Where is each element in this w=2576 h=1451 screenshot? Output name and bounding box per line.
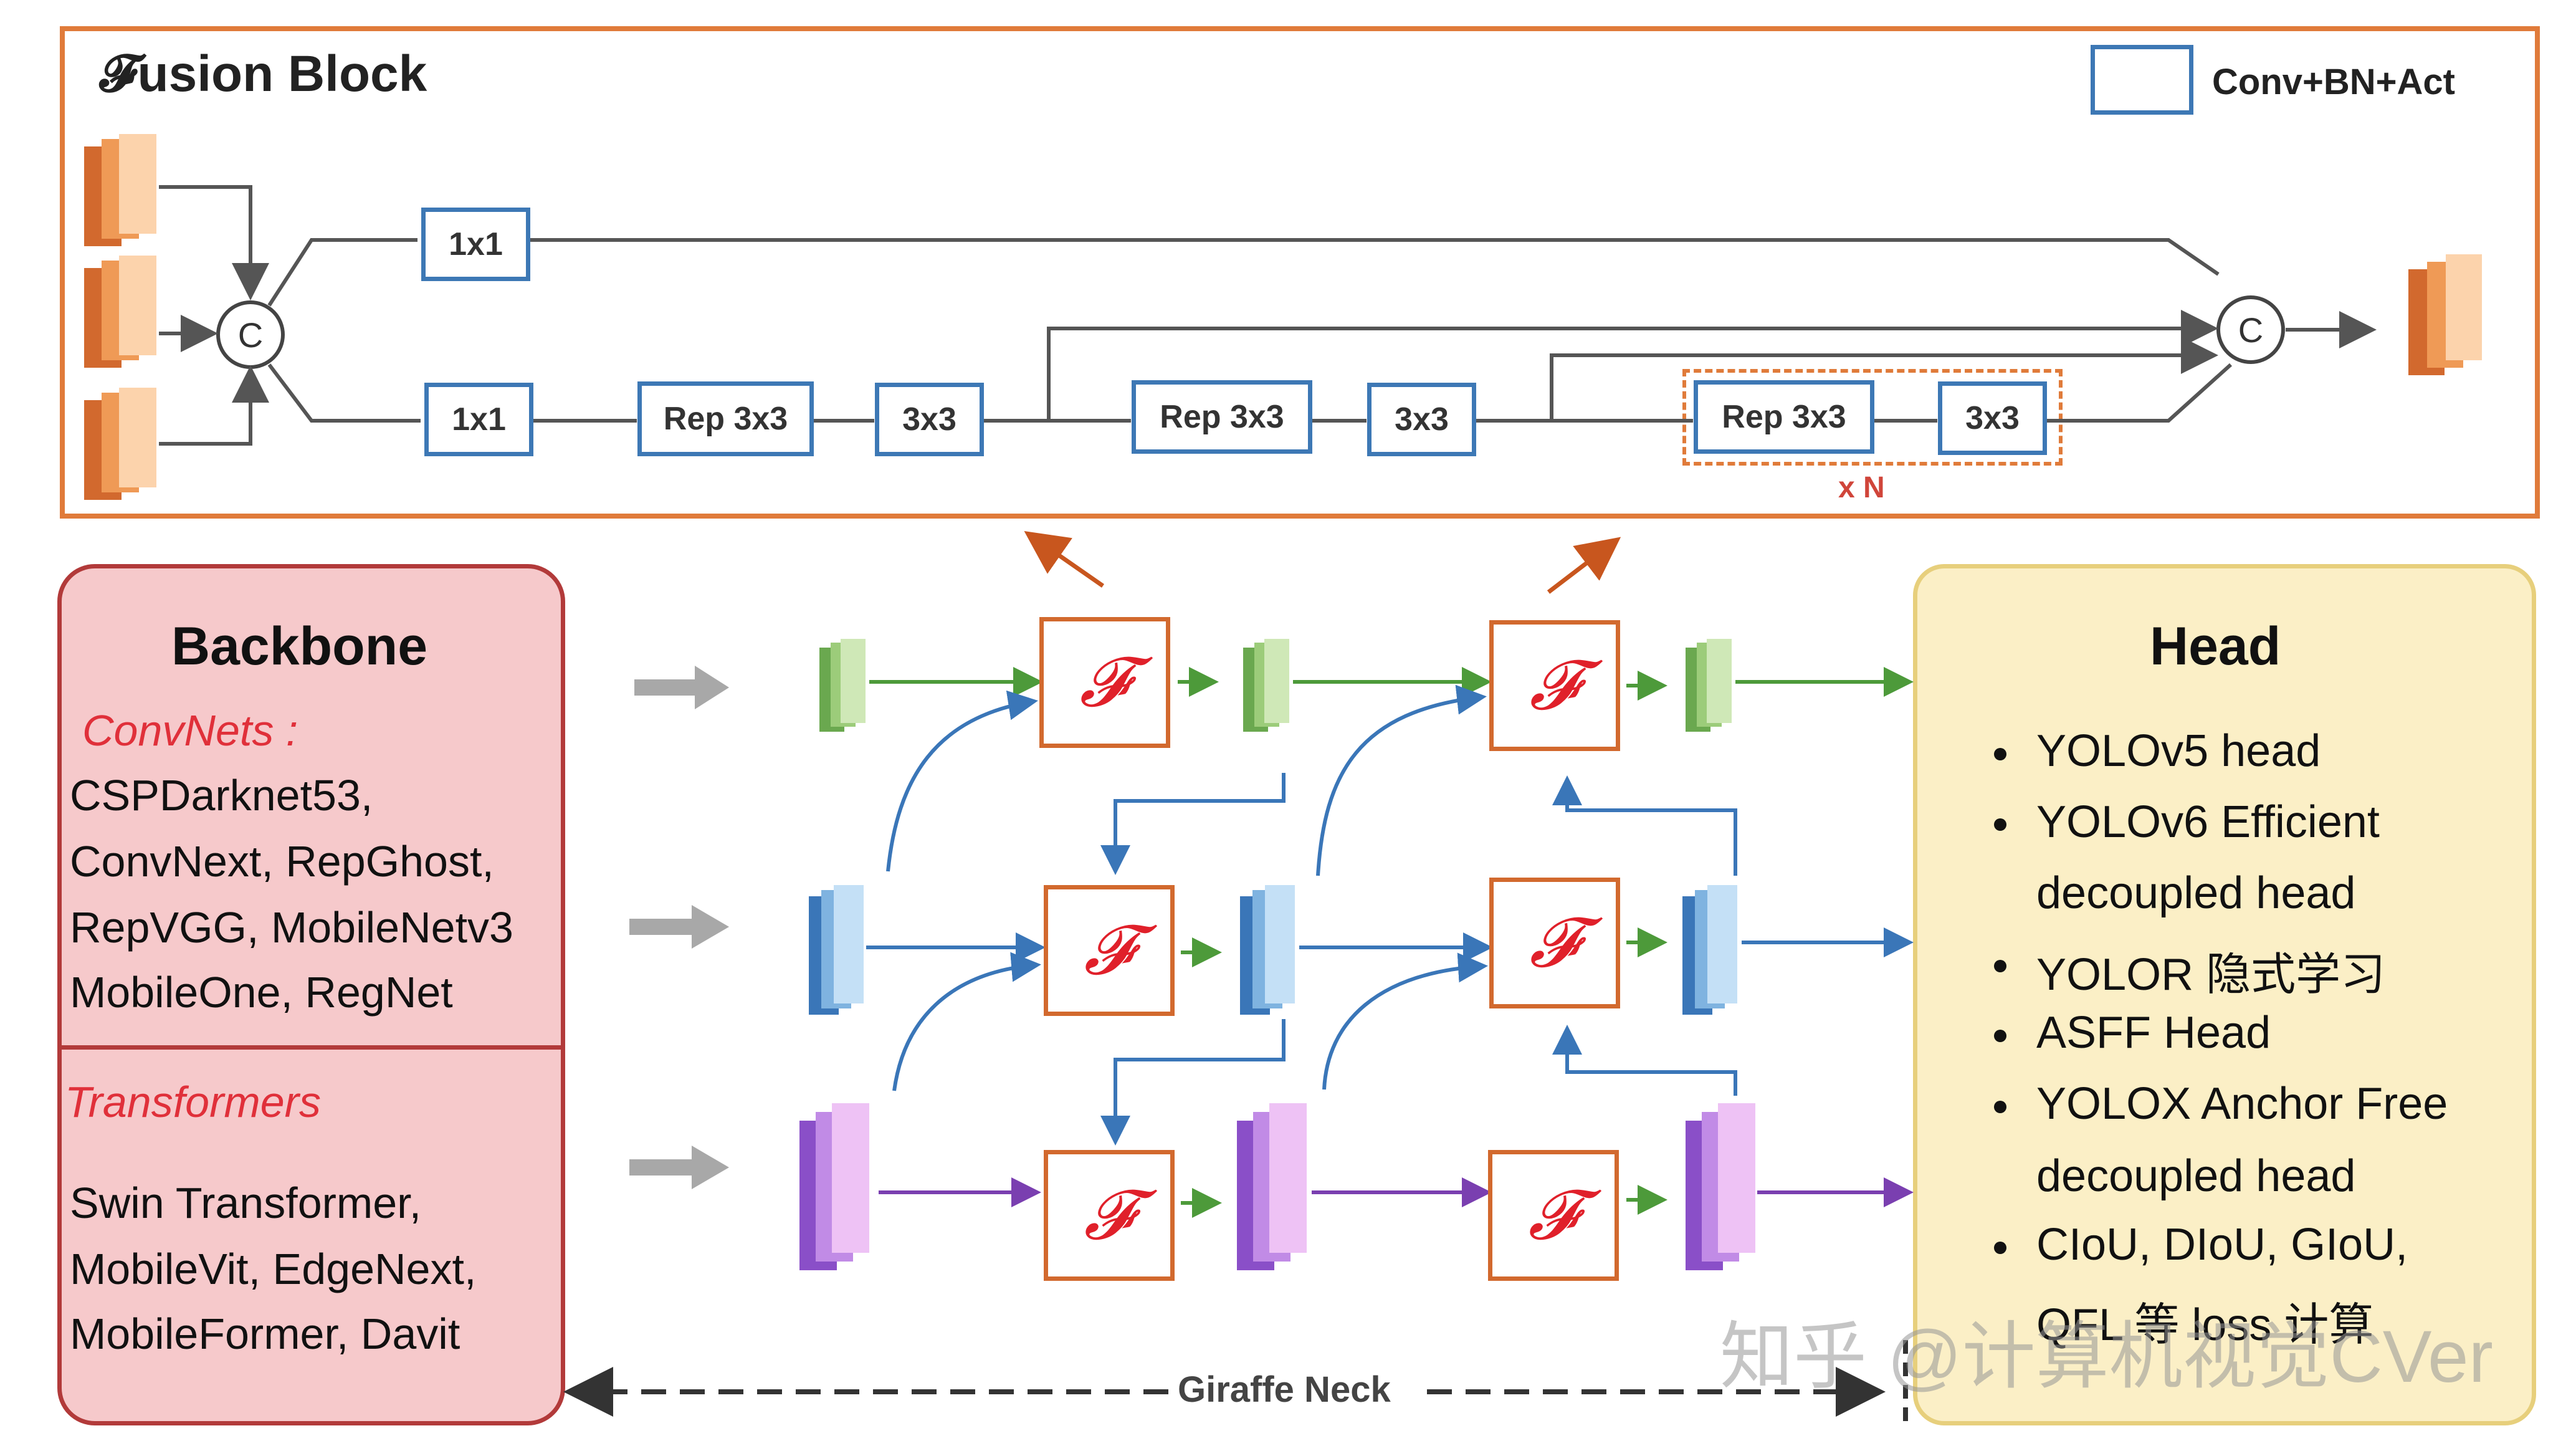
- backbone-title: Backbone: [171, 616, 428, 676]
- head-item-5-line-1: YOLOX Anchor Free: [2036, 1079, 2448, 1129]
- fusion-rep3x3-2: Rep 3x3: [1132, 380, 1312, 454]
- head-bullet-5: [1994, 1101, 2006, 1113]
- giraffe-neck-label: Giraffe Neck: [1171, 1369, 1397, 1410]
- fusion-conv3x3-1: 3x3: [875, 383, 984, 456]
- head-item-5-line-2: decoupled head: [2036, 1151, 2356, 1201]
- convnets-line-4: MobileOne, RegNet: [70, 968, 453, 1017]
- backbone-divider: [57, 1045, 565, 1050]
- fusion-top-conv-1x1: 1x1: [421, 208, 530, 281]
- convnets-line-2: ConvNext, RepGhost,: [70, 837, 494, 886]
- purple-features: [799, 1103, 1755, 1270]
- head-title: Head: [2150, 616, 2281, 676]
- transformers-label: Transformers: [65, 1078, 321, 1126]
- convnets-line-1: CSPDarknet53,: [70, 771, 373, 820]
- repeat-count-label: x N: [1838, 471, 1885, 504]
- head-bullet-2: [1994, 818, 2006, 831]
- watermark: 知乎 @计算机视觉CVer: [1720, 1316, 2493, 1398]
- transformers-line-3: MobileFormer, Davit: [70, 1310, 460, 1358]
- fusion-bottom-conv-1x1: 1x1: [424, 383, 533, 456]
- convnets-label: ConvNets :: [82, 706, 298, 755]
- neck-fusion-node-bottom-2: 𝓕: [1488, 1150, 1619, 1281]
- concat-node-output: C: [2216, 295, 2285, 364]
- fusion-block-title: 𝓕usion Block: [100, 45, 427, 102]
- neck-fusion-node-top-2: 𝓕: [1489, 620, 1620, 751]
- transformers-line-1: Swin Transformer,: [70, 1179, 422, 1227]
- head-item-1-line-1: YOLOv5 head: [2036, 726, 2321, 776]
- head-bullet-4: [1994, 1030, 2006, 1042]
- backbone-panel: [57, 564, 565, 1425]
- neck-fusion-node-mid-2: 𝓕: [1489, 878, 1620, 1008]
- head-item-3-line-1: YOLOR 隐式学习: [2036, 950, 2386, 1000]
- legend-conv-label: Conv+BN+Act: [2212, 62, 2455, 102]
- head-item-6-line-1: CIoU, DIoU, GIoU,: [2036, 1220, 2408, 1270]
- fusion-rep3x3-repeat: Rep 3x3: [1694, 380, 1874, 454]
- head-item-6-line-2: QFL 等 loss 计算: [2036, 1300, 2374, 1350]
- convnets-line-3: RepVGG, MobileNetv3: [70, 903, 513, 952]
- repeat-group-frame: [1682, 369, 2063, 466]
- fusion-conv3x3-2: 3x3: [1367, 383, 1476, 456]
- neck-fusion-node-top-1: 𝓕: [1039, 617, 1170, 748]
- fusion-conv3x3-repeat: 3x3: [1938, 381, 2047, 455]
- head-panel: [1913, 564, 2536, 1425]
- head-bullet-1: [1994, 748, 2006, 760]
- head-item-4-line-1: ASFF Head: [2036, 1008, 2271, 1058]
- fusion-rep3x3-1: Rep 3x3: [637, 381, 814, 456]
- blue-features: [809, 885, 1737, 1015]
- head-bullet-3: [1994, 960, 2006, 972]
- head-bullet-6: [1994, 1242, 2006, 1254]
- green-features: [819, 639, 1732, 732]
- fusion-output-feature: [2408, 254, 2482, 375]
- head-item-2-line-2: decoupled head: [2036, 868, 2356, 918]
- fusion-input-features: [84, 134, 156, 500]
- transformers-line-2: MobileVit, EdgeNext,: [70, 1245, 477, 1293]
- legend-conv-box: [2091, 45, 2193, 115]
- neck-fusion-node-bottom-1: 𝓕: [1044, 1150, 1175, 1281]
- head-item-2-line-1: YOLOv6 Efficient: [2036, 797, 2380, 847]
- neck-fusion-node-mid-1: 𝓕: [1044, 885, 1175, 1016]
